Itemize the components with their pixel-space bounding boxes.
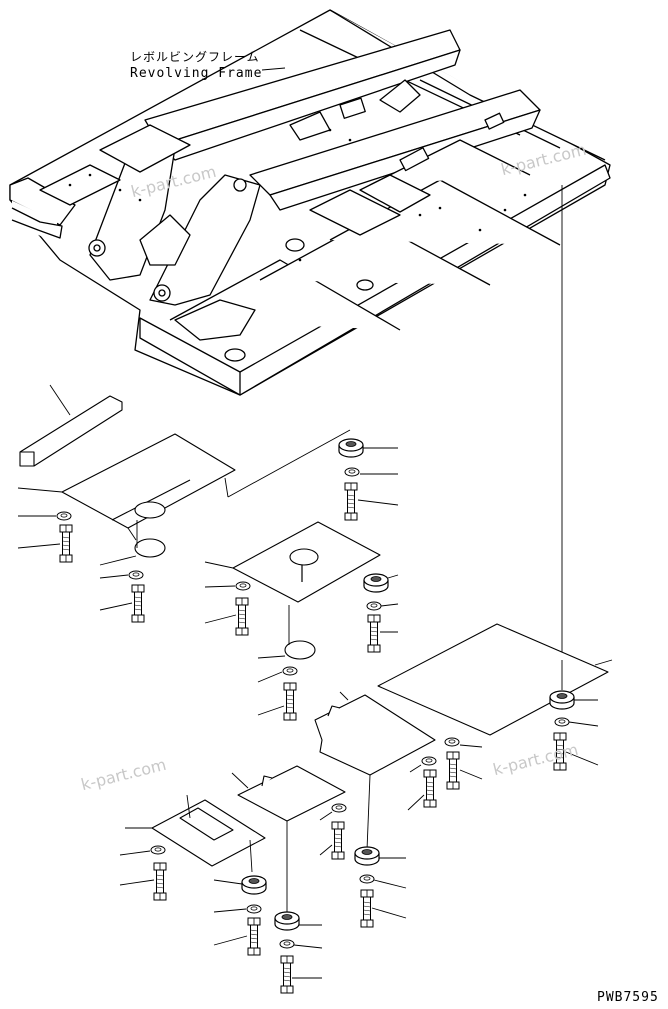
parts-group: [17, 384, 613, 915]
leader-lines: [17, 447, 599, 979]
cover-plate-3: [377, 623, 609, 736]
revolving-frame: [9, 9, 611, 396]
cover-plate-5: [237, 765, 346, 822]
angle-bar: [19, 395, 123, 467]
frame-label-english: Revolving Frame: [130, 66, 263, 81]
frame-label-japanese: レボルビングフレーム: [130, 50, 260, 64]
frame-leader-line: [261, 67, 286, 71]
cover-plate-1: [61, 433, 236, 529]
drawing-code: PWB7595: [597, 990, 659, 1005]
